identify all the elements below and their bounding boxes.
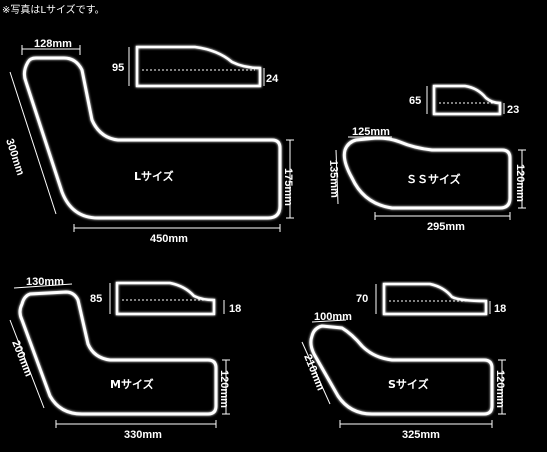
size-m-label: Mサイズ — [110, 377, 154, 391]
size-s-profile-height: 70 — [356, 293, 368, 305]
size-s-outline — [309, 324, 494, 416]
size-m-group: 130mm 200mm 120mm 330mm Mサイズ 85 18 — [9, 276, 241, 441]
size-ss-side-length: 135mm — [327, 160, 340, 199]
size-l-top-width: 128mm — [34, 38, 72, 50]
size-ss-width: 295mm — [427, 221, 465, 233]
size-l-profile-height: 95 — [112, 62, 124, 74]
size-ss-profile-height: 65 — [409, 95, 421, 107]
size-l-profile — [135, 45, 262, 88]
size-s-profile-end: 18 — [494, 303, 506, 315]
size-m-profile-end: 18 — [229, 303, 241, 315]
size-m-height: 120mm — [218, 370, 230, 408]
size-ss-top-width: 125mm — [352, 126, 390, 138]
size-l-outline — [22, 56, 282, 220]
size-ss-label: ＳＳサイズ — [406, 172, 461, 186]
size-ss-profile — [432, 84, 502, 116]
size-m-profile — [115, 281, 216, 316]
size-s-width: 325mm — [402, 429, 440, 441]
size-ss-profile-end: 23 — [507, 104, 519, 116]
size-s-label: Sサイズ — [388, 377, 429, 391]
size-m-outline — [18, 290, 218, 416]
size-ss-group: 125mm 135mm 120mm 295mm ＳＳサイズ 65 23 — [327, 84, 526, 233]
size-m-top-width: 130mm — [26, 276, 64, 288]
photo-note: ※写真はLサイズです。 — [2, 5, 105, 16]
size-m-profile-height: 85 — [90, 293, 102, 305]
size-s-side-length: 210mm — [301, 353, 326, 393]
size-l-profile-end: 24 — [266, 73, 279, 85]
size-s-height: 120mm — [494, 370, 506, 408]
size-l-width: 450mm — [150, 233, 188, 245]
size-ss-height: 120mm — [514, 164, 526, 202]
size-l-side-length: 300mm — [3, 137, 26, 177]
size-s-group: 100mm 210mm 120mm 325mm Sサイズ 70 18 — [301, 282, 506, 441]
size-s-top-width: 100mm — [314, 311, 352, 323]
size-l-label: Lサイズ — [134, 169, 174, 183]
size-l-height: 175mm — [282, 168, 294, 206]
size-l-group: 128mm 300mm 175mm 450mm Lサイズ 95 24 — [3, 38, 294, 245]
size-s-profile — [382, 282, 488, 316]
size-m-width: 330mm — [124, 429, 162, 441]
size-ss-outline — [342, 136, 512, 210]
